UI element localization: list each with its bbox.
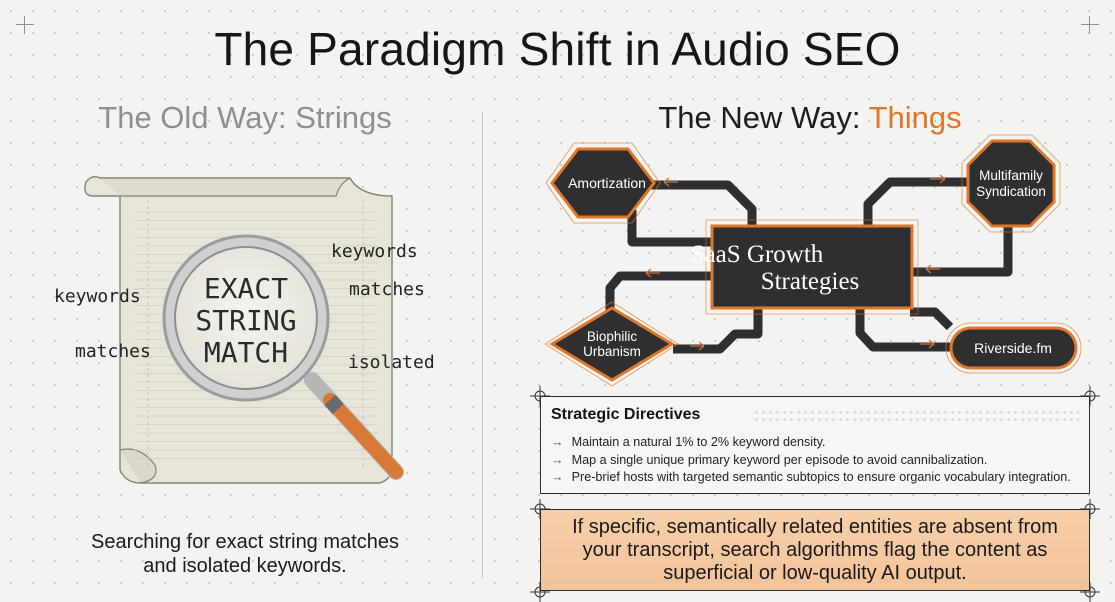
corner-crosshair [1081,16,1099,34]
connector-arrows [645,174,946,351]
multifamily-label-line1: Multifamily [979,168,1043,183]
magnifying-glass-icon [162,234,404,480]
caption-line: Searching for exact string matches [91,531,399,553]
new-way-heading-prefix: The New Way: [658,100,869,135]
warning-text: If specific, semantically related entiti… [553,516,1077,585]
lens-text-line3: MATCH [204,336,288,369]
dotted-pattern [753,409,1079,423]
caption-line: and isolated keywords. [143,555,347,577]
directive-text: Pre-brief hosts with targeted semantic s… [571,470,1071,484]
strategic-directives-box: Strategic Directives → Maintain a natural… [540,396,1090,494]
arrow-right-icon: → [551,435,564,449]
center-node-saas [705,219,919,315]
old-way-caption: Searching for exact string matches and i… [60,530,430,578]
arrow-right-icon: → [551,470,564,484]
directive-item: → Pre-brief hosts with targeted semantic … [551,469,1071,487]
biophilic-node [544,301,679,387]
warning-callout: If specific, semantically related entiti… [540,509,1090,591]
keyword-label: matches [75,341,151,362]
arrow-right-icon: → [551,452,564,467]
column-divider [482,112,483,578]
keyword-label: matches [349,279,425,300]
riverside-label: Riverside.fm [974,340,1052,356]
directive-text: Maintain a natural 1% to 2% keyword dens… [571,435,826,449]
multifamily-label-line2: Syndication [976,184,1046,199]
keyword-label: keywords [331,241,418,262]
biophilic-label-line1: Biophilic [587,329,638,344]
new-way-heading: The New Way: Things [620,100,1000,136]
old-way-heading: The Old Way: Strings [98,100,392,135]
warning-line: If specific, semantically related entiti… [572,516,1058,538]
keyword-label: isolated [348,352,435,373]
warning-line: superficial or low-quality AI output. [663,562,967,584]
multifamily-node [961,134,1061,233]
riverside-node [945,322,1082,374]
directive-item: → Maintain a natural 1% to 2% keyword den… [551,434,1071,452]
keyword-label: keywords [54,286,141,307]
directive-item: → Map a single unique primary keyword per… [551,452,1071,470]
directive-text: Map a single unique primary keyword per … [571,452,988,467]
amortization-node [545,142,661,224]
center-label-line2: Strategies [761,268,860,295]
lens-text-line2: STRING [195,304,296,337]
directives-title: Strategic Directives [551,406,701,423]
warning-line: your transcript, search algorithms flag … [582,539,1048,561]
amortization-label: Amortization [568,175,646,191]
biophilic-label-line2: Urbanism [583,344,641,359]
lens-text-line1: EXACT [204,272,288,305]
new-way-heading-accent: Things [868,100,962,135]
directives-list: → Maintain a natural 1% to 2% keyword den… [551,434,1071,487]
corner-crosshair [16,16,34,34]
center-label-line1: SaaS Growth [691,241,824,268]
page-title: The Paradigm Shift in Audio SEO [214,23,901,75]
